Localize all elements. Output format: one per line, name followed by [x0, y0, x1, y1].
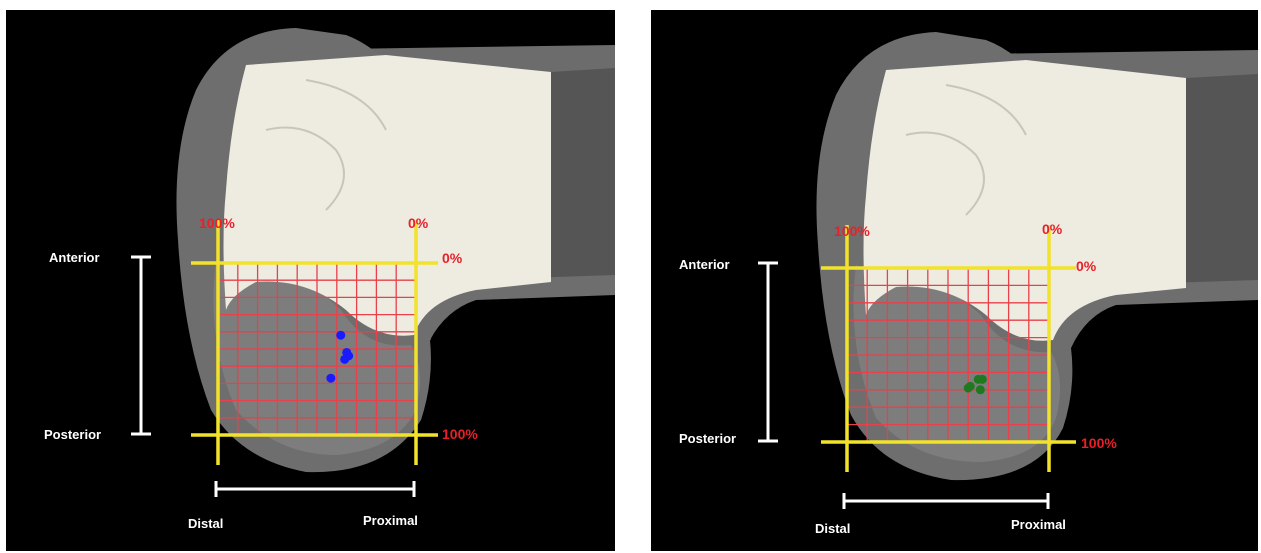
left-femur-diagram: 100% 0% 0% 100% Anterior Posterior Dista… [6, 10, 615, 551]
label-top-right-0: 0% [1042, 221, 1063, 237]
label-posterior: Posterior [679, 431, 736, 446]
label-anterior: Anterior [49, 250, 100, 265]
anterior-posterior-bracket [758, 263, 778, 441]
label-right-top-0: 0% [442, 250, 463, 266]
label-anterior: Anterior [679, 257, 730, 272]
femur-shaft-shade [1186, 74, 1258, 288]
label-right-bottom-100: 100% [1081, 435, 1117, 451]
distal-proximal-bracket [844, 493, 1048, 509]
tunnel-point [976, 385, 985, 394]
tunnel-point [340, 355, 349, 364]
anterior-posterior-bracket [131, 257, 151, 434]
tunnel-point [336, 331, 345, 340]
tunnel-point [964, 384, 973, 393]
right-femur-diagram: 100% 0% 0% 100% Anterior Posterior Dista… [651, 10, 1258, 551]
label-right-top-0: 0% [1076, 258, 1097, 274]
label-top-left-100: 100% [199, 215, 235, 231]
distal-proximal-bracket [216, 481, 414, 497]
label-proximal: Proximal [1011, 517, 1066, 532]
tunnel-point [974, 375, 983, 384]
label-top-left-100: 100% [834, 223, 870, 239]
label-distal: Distal [815, 521, 850, 536]
label-right-bottom-100: 100% [442, 426, 478, 442]
right-figure-panel: 100% 0% 0% 100% Anterior Posterior Dista… [651, 10, 1258, 551]
label-proximal: Proximal [363, 513, 418, 528]
label-posterior: Posterior [44, 427, 101, 442]
tunnel-point [326, 374, 335, 383]
label-top-right-0: 0% [408, 215, 429, 231]
label-distal: Distal [188, 516, 223, 531]
femur-shaft-shade [551, 68, 615, 282]
left-figure-panel: 100% 0% 0% 100% Anterior Posterior Dista… [6, 10, 615, 551]
